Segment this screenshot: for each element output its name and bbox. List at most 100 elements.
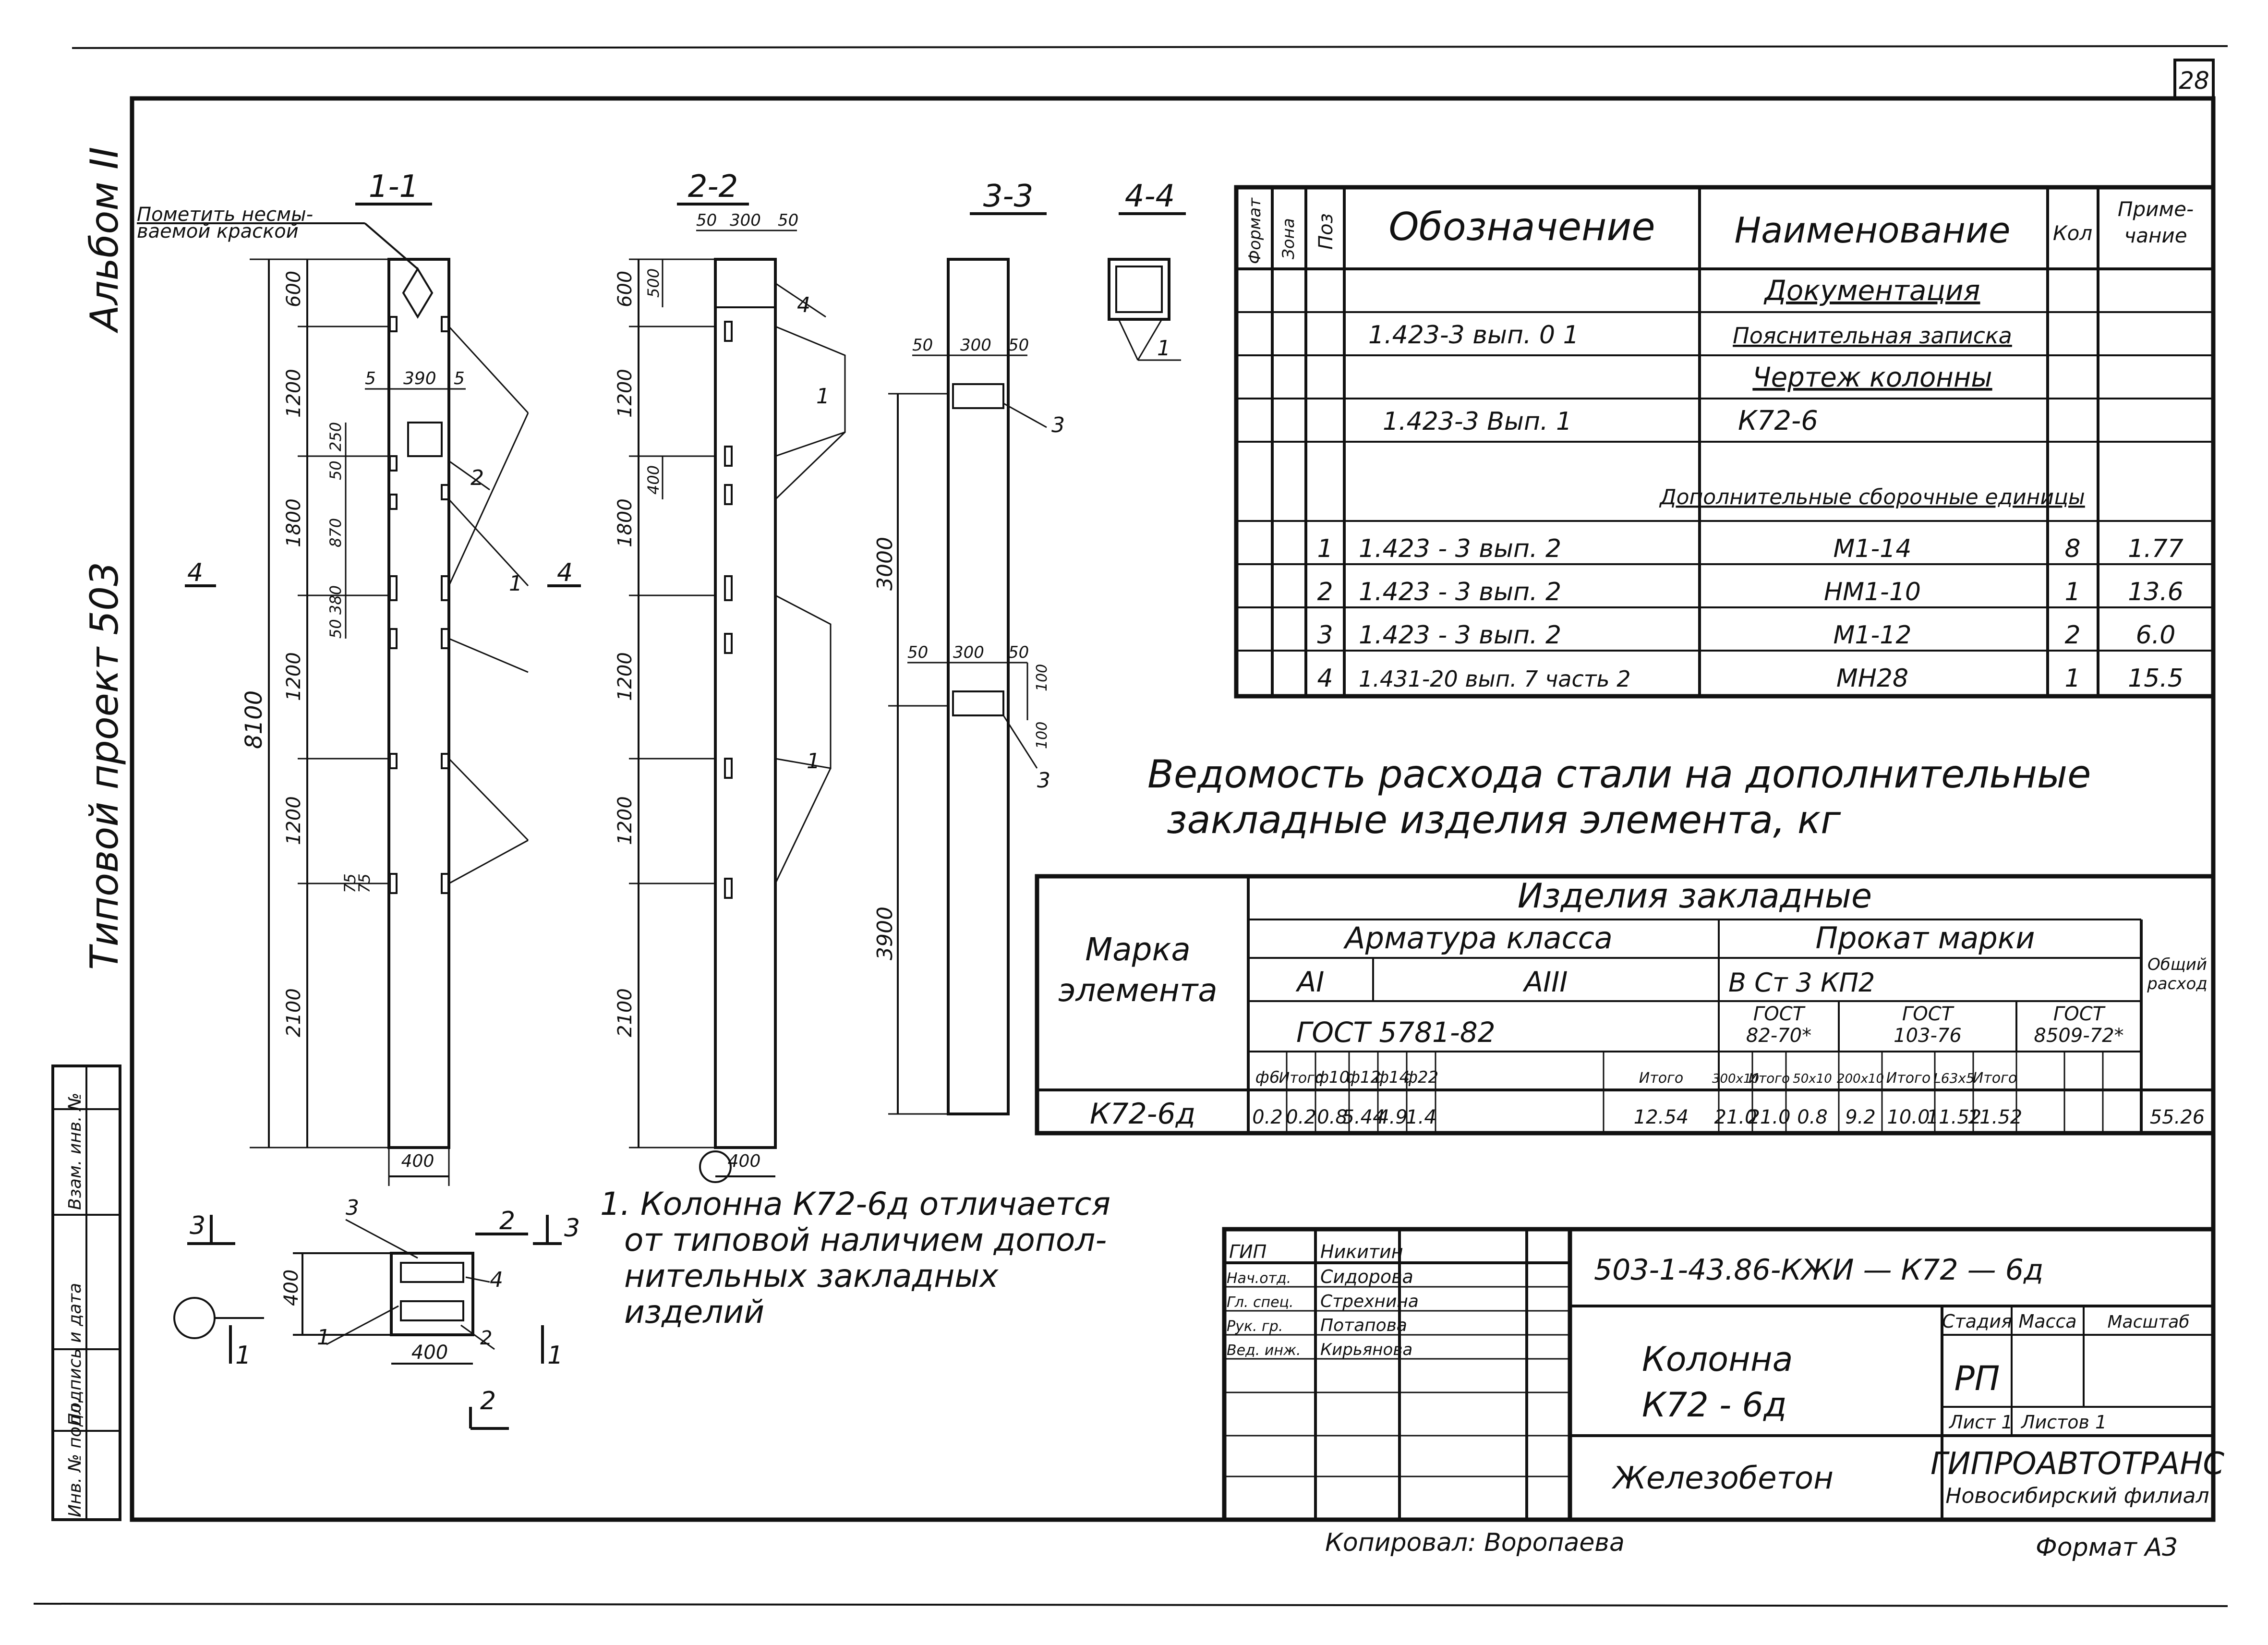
svg-text:2: 2 <box>480 1387 496 1415</box>
svg-text:МН28: МН28 <box>1836 664 1908 693</box>
svg-text:расход: расход <box>2147 974 2208 993</box>
svg-text:4: 4 <box>490 1268 503 1292</box>
column-3-3-body <box>947 258 1010 1115</box>
svg-text:ф22: ф22 <box>1404 1068 1438 1087</box>
svg-text:11.52: 11.52 <box>1967 1106 2023 1128</box>
svg-text:Изделия закладные: Изделия закладные <box>1518 876 1872 916</box>
svg-text:3: 3 <box>1317 621 1333 650</box>
svg-text:Дополнительные сборочные едини: Дополнительные сборочные единицы <box>1659 485 2085 509</box>
column-1-1-body <box>387 258 450 1149</box>
svg-text:0.2: 0.2 <box>1252 1106 1283 1128</box>
svg-text:ф10: ф10 <box>1315 1068 1350 1087</box>
svg-text:1800: 1800 <box>614 498 636 547</box>
svg-text:Зона: Зона <box>1279 218 1298 259</box>
svg-text:4: 4 <box>187 558 203 587</box>
steel-table: Марка элемента Изделия закладные Арматур… <box>1035 874 2216 1136</box>
stage-value: РП <box>1954 1359 2000 1398</box>
svg-text:3: 3 <box>346 1196 359 1220</box>
svg-text:Стрехнина: Стрехнина <box>1320 1292 1419 1311</box>
svg-text:Арматура класса: Арматура класса <box>1343 920 1613 956</box>
svg-text:Марка: Марка <box>1085 931 1191 968</box>
svg-text:50: 50 <box>778 211 798 230</box>
note-line2: от типовой наличием допол- <box>624 1222 1107 1258</box>
paint-mark-diamond <box>402 267 434 319</box>
specification-table: Формат Зона Поз Обозначение Наименование… <box>1234 185 2216 699</box>
trim-line-bottom <box>33 1603 2228 1607</box>
steel-row-mark: К72-6д <box>1090 1097 1195 1131</box>
column-total-height: 8100 <box>241 690 267 749</box>
svg-text:1.77: 1.77 <box>2128 534 2184 563</box>
svg-text:Общий: Общий <box>2147 955 2207 974</box>
svg-text:ф14: ф14 <box>1375 1068 1410 1087</box>
svg-text:0.8: 0.8 <box>1797 1106 1828 1128</box>
svg-text:Листов 1: Листов 1 <box>2020 1412 2107 1433</box>
svg-text:Итого: Итого <box>1279 1070 1323 1087</box>
svg-text:2: 2 <box>480 1327 492 1349</box>
svg-text:1: 1 <box>2064 664 2080 693</box>
svg-text:400: 400 <box>411 1342 448 1364</box>
svg-text:8: 8 <box>2064 534 2080 563</box>
svg-text:3: 3 <box>564 1214 580 1243</box>
svg-text:М1-12: М1-12 <box>1834 621 1912 650</box>
svg-text:К72-6: К72-6 <box>1738 405 1818 436</box>
paint-note-line1: Пометить несмы- <box>137 204 313 226</box>
svg-text:ф6: ф6 <box>1255 1068 1280 1087</box>
svg-text:103-76: 103-76 <box>1894 1025 1962 1047</box>
svg-text:Чертеж колонны: Чертеж колонны <box>1752 362 1992 393</box>
svg-text:1200: 1200 <box>283 796 305 845</box>
svg-text:ГИП: ГИП <box>1229 1241 1267 1262</box>
branch-name: Новосибирский филиал <box>1945 1484 2209 1508</box>
svg-text:чание: чание <box>2124 224 2187 247</box>
sheet-format: Формат А3 <box>2036 1533 2178 1562</box>
org-name: ГИПРОАВТОТРАНС <box>1930 1446 2224 1482</box>
svg-text:В Ст 3 КП2: В Ст 3 КП2 <box>1728 968 1875 998</box>
view-1-1-title: 1-1 <box>369 169 419 205</box>
svg-text:4: 4 <box>797 293 810 317</box>
svg-text:ГОСТ: ГОСТ <box>2053 1003 2106 1025</box>
svg-text:10.0: 10.0 <box>1887 1106 1930 1128</box>
svg-text:1: 1 <box>235 1341 251 1370</box>
svg-text:Документация: Документация <box>1763 274 1980 307</box>
svg-text:21.0: 21.0 <box>1748 1106 1790 1128</box>
svg-text:390: 390 <box>403 369 436 388</box>
svg-text:1.423-3 Вып. 1: 1.423-3 Вып. 1 <box>1383 407 1572 436</box>
stamp-sign-label: Подпись и дата <box>65 1283 85 1426</box>
svg-text:0.2: 0.2 <box>1286 1106 1316 1128</box>
svg-text:82-70*: 82-70* <box>1746 1025 1811 1047</box>
svg-text:300: 300 <box>953 643 984 662</box>
column-2-2-body <box>714 258 777 1149</box>
svg-text:300: 300 <box>960 336 991 355</box>
svg-text:1: 1 <box>2064 578 2080 606</box>
material: Железобетон <box>1611 1461 1834 1496</box>
svg-text:1.423 - 3 вып. 2: 1.423 - 3 вып. 2 <box>1359 621 1561 650</box>
svg-text:75: 75 <box>355 873 374 893</box>
svg-text:1.423 - 3 вып. 2: 1.423 - 3 вып. 2 <box>1359 578 1561 606</box>
svg-text:2: 2 <box>470 466 484 490</box>
svg-text:50: 50 <box>907 643 928 662</box>
svg-text:400: 400 <box>644 465 663 495</box>
sheet-number: 28 <box>2179 67 2209 95</box>
svg-text:400: 400 <box>728 1151 761 1171</box>
svg-text:9.2: 9.2 <box>1845 1106 1876 1128</box>
svg-text:2: 2 <box>499 1207 515 1235</box>
svg-text:Прокат марки: Прокат марки <box>1815 920 2035 956</box>
note-line1: 1. Колонна К72-6д отличается <box>600 1185 1110 1222</box>
svg-text:Гл. спец.: Гл. спец. <box>1227 1294 1293 1311</box>
svg-text:300: 300 <box>730 211 761 230</box>
svg-text:Стадия: Стадия <box>1942 1311 2012 1332</box>
svg-text:100: 100 <box>1034 722 1050 749</box>
svg-text:21.0: 21.0 <box>1714 1106 1757 1128</box>
svg-text:600: 600 <box>283 271 305 307</box>
svg-text:Пояснительная записка: Пояснительная записка <box>1733 323 2012 349</box>
svg-text:1200: 1200 <box>283 369 305 418</box>
svg-text:5: 5 <box>365 369 376 388</box>
svg-text:L63х5: L63х5 <box>1933 1070 1975 1086</box>
svg-text:Формат: Формат <box>1245 197 1265 264</box>
svg-text:элемента: элемента <box>1058 972 1217 1009</box>
svg-text:500: 500 <box>644 268 663 298</box>
svg-text:3: 3 <box>1037 768 1050 793</box>
album-label: Альбом II <box>82 147 127 334</box>
svg-text:50: 50 <box>696 211 717 230</box>
svg-text:Приме-: Приме- <box>2118 197 2194 221</box>
spec-header-code: Обозначение <box>1388 205 1655 249</box>
